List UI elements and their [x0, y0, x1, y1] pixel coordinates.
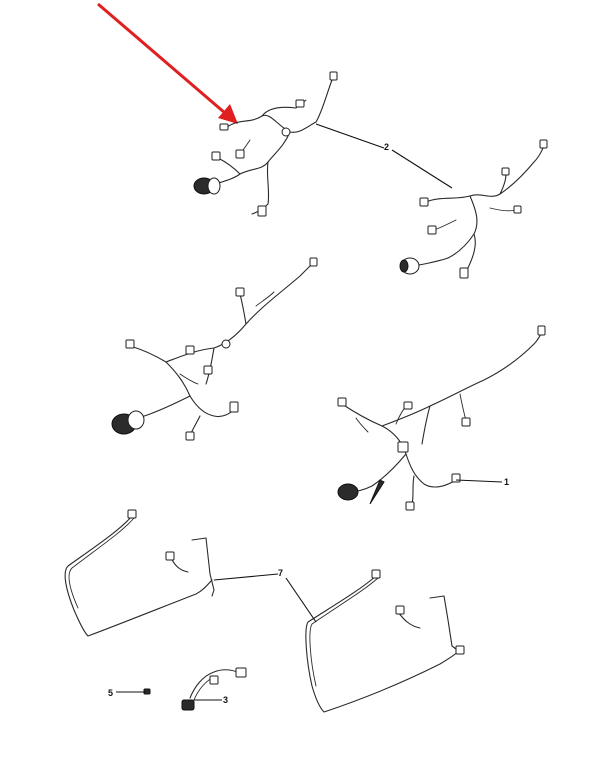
wiring-harness-upper-right [399, 139, 548, 279]
callout-3: 3 [223, 695, 228, 705]
callout-2: 2 [384, 142, 389, 152]
wiring-harness-middle-left [111, 257, 318, 441]
callout-7: 7 [278, 568, 283, 578]
leader-lines [116, 123, 503, 701]
red-indicator-arrow [97, 2, 238, 124]
door-wire-left [64, 509, 215, 637]
callout-5: 5 [108, 688, 113, 698]
callout-1: 1 [504, 477, 509, 487]
wiring-harness-upper-left [193, 71, 338, 217]
door-wire-right [305, 569, 465, 713]
wiring-harness-middle-right [337, 325, 546, 511]
connector-part-3 [181, 667, 247, 711]
